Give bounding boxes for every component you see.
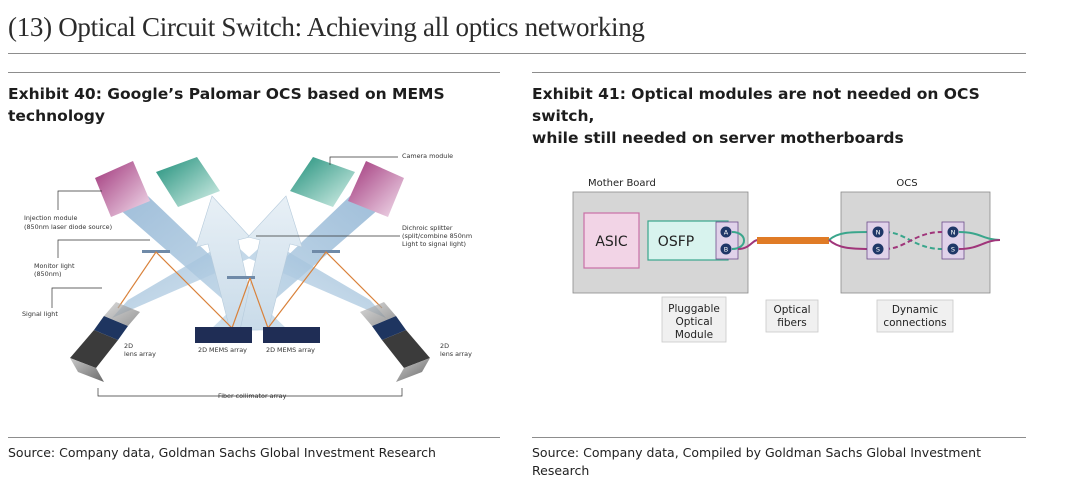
left-lens-array <box>70 302 140 382</box>
port-n-right <box>947 226 959 238</box>
monitor-light-label: Monitor light <box>34 262 75 270</box>
collimator-label: Fiber collimator array <box>218 392 287 400</box>
right-mems-array <box>263 327 320 343</box>
asic-chip <box>583 212 640 269</box>
fiber-curve-left <box>731 231 745 250</box>
center-splitter-bar <box>227 276 255 279</box>
title-rule <box>8 53 1026 54</box>
exhibit-41-source-line2: Research <box>532 463 590 478</box>
port-n-left <box>872 226 884 238</box>
right-source-rule <box>532 437 1026 438</box>
camera-callout-line <box>329 156 398 165</box>
port-n-right-label: N <box>951 229 956 237</box>
exhibit-40-title: Exhibit 40: Google’s Palomar OCS based o… <box>8 83 500 127</box>
ocs-port-block-left <box>866 221 890 260</box>
exhibit-40-title-line1: Exhibit 40: Google’s Palomar OCS based o… <box>8 85 445 103</box>
exhibit-41-title-line2: while still needed on server motherboard… <box>532 129 904 147</box>
port-s-left <box>872 243 884 255</box>
right-lens-array <box>360 302 430 382</box>
exhibit-41-source: Source: Company data, Compiled by Goldma… <box>532 444 1026 480</box>
dichroic-label: Dichroic splitter <box>402 224 453 232</box>
right-mems-label: 2D MEMS array <box>266 346 315 354</box>
monitor-callout-line <box>57 239 150 258</box>
optical-fiber <box>757 237 829 244</box>
exhibit-40-title-line2: technology <box>8 107 105 125</box>
callout-dynamic-line1: Dynamic <box>892 304 939 316</box>
right-lens-label-1: 2D <box>440 342 449 350</box>
port-s-right <box>947 243 959 255</box>
callout-fibers-line1: Optical <box>773 304 810 316</box>
left-source-rule <box>8 437 500 438</box>
ocs-label: OCS <box>896 178 917 189</box>
callout-fibers-line2: fibers <box>777 317 807 329</box>
callout-pluggable-line3: Module <box>675 329 713 341</box>
port-s-right-label: S <box>951 246 955 254</box>
left-lens-label-2: lens array <box>124 350 156 358</box>
callout-optical-fibers: Optical fibers <box>765 299 819 333</box>
port-s-left-label: S <box>876 246 880 254</box>
dichroic-sublabel-1: (split/combine 850nm <box>402 232 472 240</box>
osfp-module <box>647 220 729 261</box>
injection-callout-line <box>57 190 102 210</box>
mother-board-label: Mother Board <box>588 178 656 189</box>
right-exhibit-top-rule <box>532 72 1026 73</box>
ocs-connection-mag-left <box>828 239 871 250</box>
osfp-label: OSFP <box>658 234 694 250</box>
injection-module-sublabel: (850nm laser diode source) <box>24 223 112 231</box>
injection-module-label: Injection module <box>24 214 77 222</box>
signal-light-label: Signal light <box>22 310 58 318</box>
exhibit-41-title: Exhibit 41: Optical modules are not need… <box>532 83 1042 149</box>
right-signal-path <box>249 251 383 330</box>
left-signal-path <box>117 251 251 330</box>
signal-callout-line <box>51 287 102 308</box>
left-mems-array <box>195 327 252 343</box>
left-mems-label: 2D MEMS array <box>198 346 247 354</box>
port-a-label: A <box>724 229 729 237</box>
left-injection-module <box>95 161 150 217</box>
page-title: (13) Optical Circuit Switch: Achieving a… <box>8 12 645 42</box>
ocs-cross-mag <box>884 231 943 250</box>
exhibit-41-title-line1: Exhibit 41: Optical modules are not need… <box>532 85 980 125</box>
ocs-connection-right-mag <box>958 239 1001 250</box>
right-camera-module <box>290 157 355 207</box>
dichroic-sublabel-2: Light to signal light) <box>402 240 466 248</box>
right-injection-module <box>348 161 404 217</box>
collimator-callout-line <box>97 388 403 397</box>
fiber-curve-left-b <box>737 239 759 250</box>
ocs-connection-teal-left <box>828 231 871 241</box>
left-exhibit-top-rule <box>8 72 500 73</box>
port-a <box>720 226 732 238</box>
callout-dynamic-connections: Dynamic connections <box>876 299 954 333</box>
port-n-left-label: N <box>876 229 881 237</box>
exhibit-41-source-line1: Source: Company data, Compiled by Goldma… <box>532 445 981 460</box>
exhibit-40-source: Source: Company data, Goldman Sachs Glob… <box>8 445 436 460</box>
callout-pluggable-line2: Optical <box>675 316 712 328</box>
monitor-light-sublabel: (850nm) <box>34 270 61 278</box>
asic-label: ASIC <box>595 234 628 250</box>
left-camera-module <box>156 157 220 207</box>
port-b-label: B <box>724 246 728 254</box>
callout-pluggable-optical-module: Pluggable Optical Module <box>661 296 727 343</box>
callout-dynamic-line2: connections <box>883 317 946 329</box>
callout-pluggable-line1: Pluggable <box>668 303 720 315</box>
left-lens-label-1: 2D <box>124 342 133 350</box>
right-lens-label-2: lens array <box>440 350 472 358</box>
camera-module-label: Camera module <box>402 152 453 160</box>
ocs-port-block-right <box>941 221 965 260</box>
port-b <box>720 243 732 255</box>
camera-arrow-right <box>239 195 303 331</box>
